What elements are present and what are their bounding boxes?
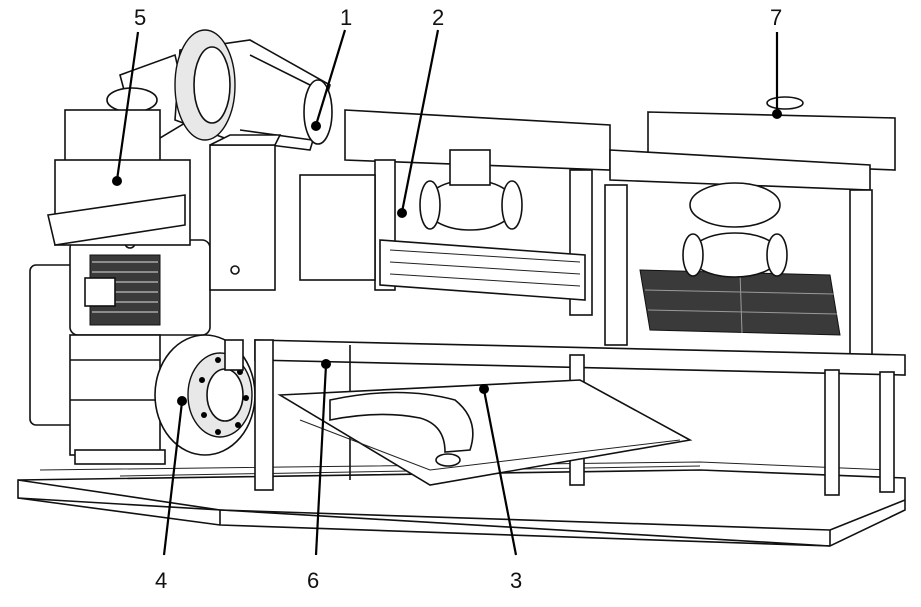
base-skid — [17, 461, 906, 547]
leader-6 — [314, 364, 328, 556]
leader-1 — [314, 29, 347, 126]
callout-1: 1 — [340, 5, 352, 30]
leader-2 — [400, 29, 440, 213]
sump-tank — [277, 379, 693, 486]
leader-dot-5 — [112, 176, 122, 186]
leader-dot-7 — [772, 109, 782, 119]
leader-4 — [162, 401, 184, 556]
shaker-screen-right — [604, 96, 896, 356]
drive-motor — [29, 237, 211, 465]
callout-3: 3 — [510, 568, 522, 593]
leader-dot-1 — [311, 121, 321, 131]
leader-dot-6 — [321, 359, 331, 369]
leader-5 — [115, 31, 140, 181]
callout-5: 5 — [134, 5, 146, 30]
callout-labels: 1 2 3 4 5 6 7 — [134, 5, 782, 593]
callout-7: 7 — [770, 5, 782, 30]
leader-lines — [112, 29, 782, 556]
centrifugal-pump — [154, 334, 256, 456]
shaker-screen-left — [299, 109, 611, 316]
leader-dot-2 — [397, 208, 407, 218]
leader-dot-3 — [479, 384, 489, 394]
callout-4: 4 — [155, 568, 167, 593]
leader-dot-4 — [177, 396, 187, 406]
left-tank — [47, 109, 282, 291]
inlet-pipe — [106, 29, 333, 152]
leader-3 — [482, 389, 518, 556]
callout-2: 2 — [432, 5, 444, 30]
callout-6: 6 — [307, 568, 319, 593]
